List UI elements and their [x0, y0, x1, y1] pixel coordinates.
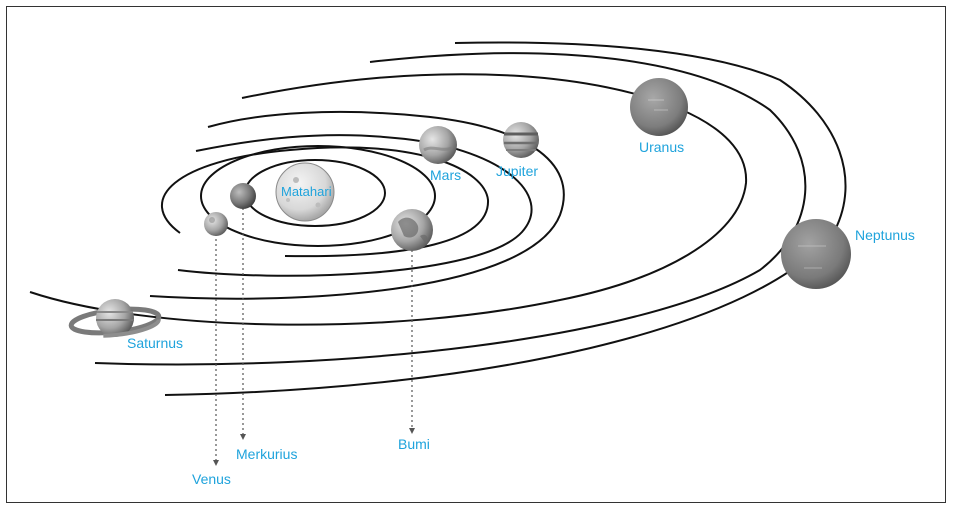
orbit-lines	[29, 41, 847, 396]
jupiter-icon	[503, 122, 539, 158]
bumi-arrowhead	[409, 428, 415, 434]
label-uranus: Uranus	[639, 139, 684, 155]
label-merkurius: Merkurius	[236, 446, 297, 462]
neptune-icon	[781, 219, 851, 289]
venus-arrowhead	[213, 460, 219, 466]
saturn-icon	[68, 299, 162, 338]
mercury-icon	[230, 183, 256, 209]
label-saturnus: Saturnus	[127, 335, 183, 351]
sun-icon	[275, 162, 335, 222]
merkurius-arrowhead	[240, 434, 246, 440]
pointer-arrows	[213, 428, 415, 466]
label-venus: Venus	[192, 471, 231, 487]
earth-icon	[391, 209, 433, 251]
orbit-8	[164, 41, 847, 396]
label-neptunus: Neptunus	[855, 227, 915, 243]
orbit-5	[149, 110, 565, 300]
label-jupiter: Jupiter	[496, 163, 538, 179]
pointer-lines	[215, 208, 413, 462]
orbit-2	[200, 145, 436, 247]
label-mars: Mars	[430, 167, 461, 183]
orbit-6	[29, 73, 748, 326]
uranus-icon	[630, 78, 688, 136]
venus-icon	[204, 212, 228, 236]
label-matahari: Matahari	[281, 184, 332, 199]
label-bumi: Bumi	[398, 436, 430, 452]
orbit-4	[177, 134, 533, 277]
mars-icon	[419, 126, 457, 164]
